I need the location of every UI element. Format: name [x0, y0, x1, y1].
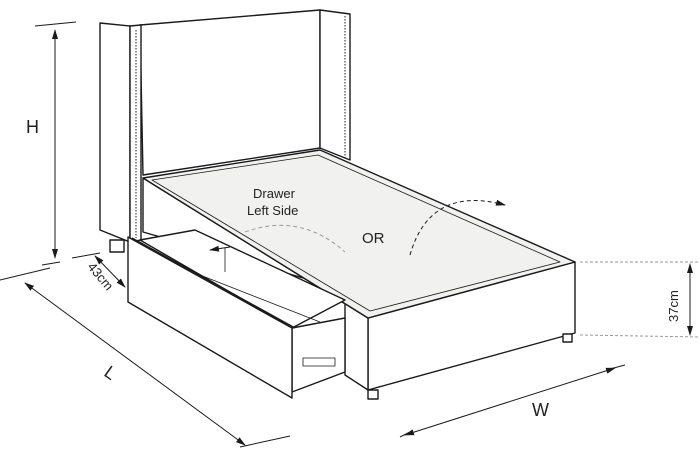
headboard-left-wing [99, 22, 131, 243]
or-label: OR [362, 230, 385, 247]
headboard-back [139, 9, 321, 176]
height-label: H [26, 117, 39, 137]
mattress-top [142, 149, 576, 319]
drawer-note-line1: Drawer [253, 186, 296, 201]
length-label: L [101, 362, 121, 384]
leg [562, 333, 573, 343]
drawer-note-line2: Left Side [247, 203, 298, 218]
leg [367, 389, 379, 400]
leg [109, 239, 125, 253]
base-height-label: 37cm [666, 290, 681, 322]
headboard-right-wing [319, 9, 351, 161]
drawer-depth-label: 43cm [85, 259, 117, 293]
width-label: W [532, 400, 549, 420]
drawer-runner [302, 357, 336, 367]
